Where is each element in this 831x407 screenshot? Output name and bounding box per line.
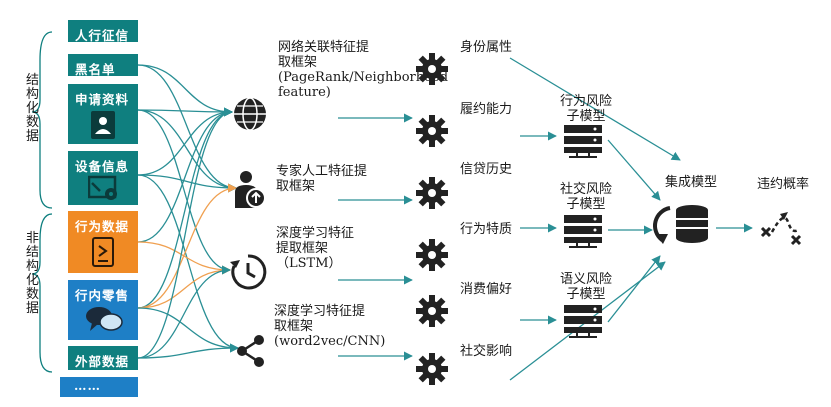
source-credit-report: 人行征信 (68, 20, 138, 43)
source-device-info: 设备信息 (68, 151, 138, 205)
feature-label-consumption: 消费偏好 (460, 282, 513, 297)
submodel-ensemble-arrow (607, 139, 661, 201)
source-label: 人行征信 (75, 28, 130, 43)
source-behavior-data: 行为数据 (68, 211, 138, 273)
output-label: 违约概率 (757, 177, 810, 192)
source-application: 申请资料 (68, 84, 138, 144)
source-label: 外部数据 (75, 354, 130, 369)
brace-structured (31, 31, 53, 209)
feature-ensemble-arrow (509, 57, 681, 161)
source-label: 申请资料 (75, 92, 130, 107)
strategy-play-icon (760, 212, 802, 246)
group-label-structured: 结构化数据 (26, 73, 40, 144)
framework-label-lstm: 深度学习特征提取框架（LSTM） (276, 226, 355, 271)
source-framework-arrow (137, 343, 239, 359)
source-framework-arrow (137, 183, 237, 309)
source-framework-arrow (137, 107, 233, 176)
server-icon (563, 304, 603, 338)
feature-label-ability: 履约能力 (460, 102, 513, 117)
submodel-label-behavior: 行为风险子模型 (559, 94, 612, 124)
source-label: 行为数据 (75, 219, 130, 234)
submodel-label-semantic: 语义风险子模型 (559, 272, 612, 302)
framework-label-cnn: 深度学习特征提取框架(word2vec/CNN) (274, 304, 386, 349)
share-network-icon (237, 335, 264, 367)
server-icon (563, 214, 603, 248)
source-framework-arrow (137, 174, 239, 353)
globe-network-icon (234, 97, 266, 131)
group-label-unstructured: 非结构化数据 (26, 231, 40, 316)
tablet-play-icon (92, 237, 114, 267)
source-framework-arrow (137, 174, 237, 193)
gear-icon (416, 239, 448, 271)
framework-label-network: 网络关联特征提取框架(PageRank/Neighborhood feature… (278, 40, 449, 100)
source-external: 外部数据 (68, 346, 138, 370)
source-framework-arrow (137, 307, 239, 353)
expert-person-icon (235, 171, 266, 208)
database-refresh-icon (653, 205, 708, 244)
gear-icon (416, 295, 448, 327)
submodel-ensemble-arrow (607, 255, 661, 323)
ensemble-label: 集成模型 (665, 175, 718, 190)
source-more: …… (60, 377, 138, 397)
source-framework-arrow (137, 107, 233, 243)
source-framework-arrow (137, 107, 233, 117)
gear-icon (416, 115, 448, 147)
framework-label-expert: 专家人工特征提取框架 (276, 164, 368, 194)
source-framework-arrow (137, 64, 237, 193)
feature-label-identity: 身份属性 (460, 40, 513, 55)
document-profile-icon (91, 111, 115, 139)
source-framework-arrow (137, 109, 231, 275)
source-retail: 行内零售 (68, 280, 138, 340)
device-gear-icon (88, 175, 117, 200)
gear-icon (416, 353, 448, 385)
source-blacklist: 黑名单 (68, 54, 138, 77)
feature-label-social: 社交影响 (460, 344, 513, 359)
source-framework-arrow (137, 265, 231, 309)
gear-icon (416, 177, 448, 209)
source-label: 设备信息 (75, 159, 130, 174)
clock-cycle-icon (230, 254, 267, 290)
source-label: 黑名单 (75, 62, 116, 77)
source-framework-arrow (137, 109, 237, 193)
feature-label-behavior: 行为特质 (460, 222, 513, 237)
submodel-label-social: 社交风险子模型 (559, 182, 612, 212)
source-label: 行内零售 (75, 288, 130, 303)
source-framework-arrow (137, 265, 231, 359)
source-label: …… (74, 378, 101, 393)
source-framework-arrow (137, 107, 233, 359)
server-icon (563, 124, 603, 158)
chat-bubbles-icon (86, 307, 123, 331)
gear-icon (416, 53, 448, 85)
source-framework-arrow (137, 107, 233, 309)
source-framework-arrow (137, 64, 233, 117)
feature-label-credit-history: 信贷历史 (460, 162, 513, 177)
brace-unstructured (31, 213, 53, 373)
